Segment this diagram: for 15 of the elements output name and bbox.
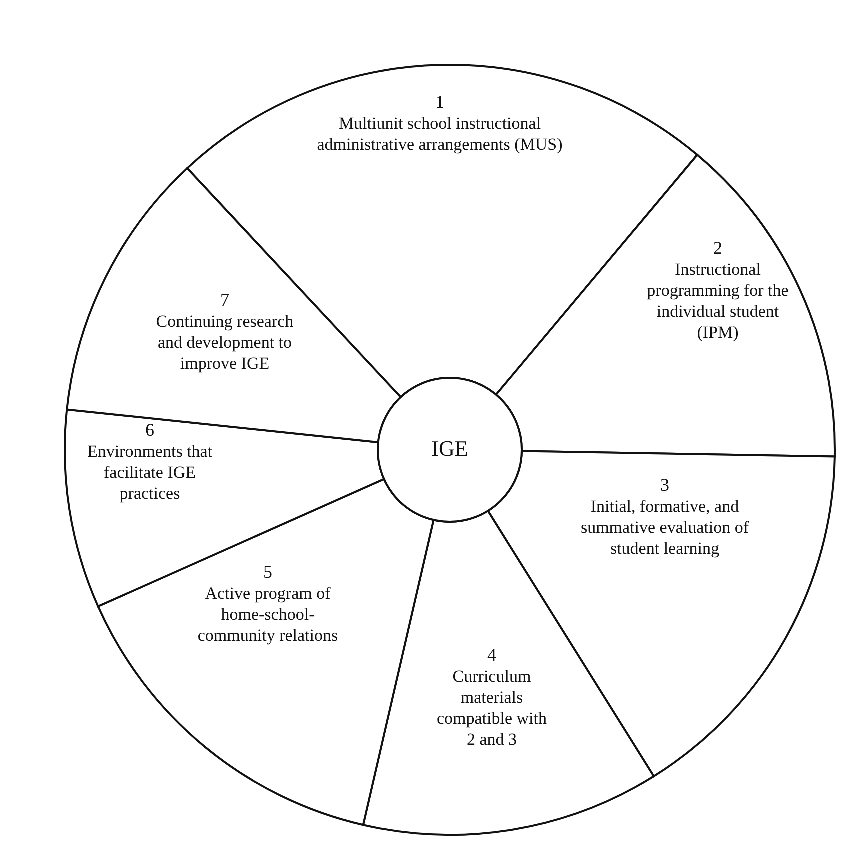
segment-number: 3 — [660, 475, 670, 496]
segment-label: Environments that facilitate IGE practices — [86, 441, 214, 504]
segment-number: 1 — [434, 92, 446, 113]
segment-number: 6 — [144, 420, 156, 441]
segment-label: Instructional programming for the individual student (IPM) — [646, 259, 790, 343]
hub-label: IGE — [430, 436, 470, 462]
segment-label: Multiunit school instructional administrative arrangements (MUS) — [316, 113, 564, 155]
segment-number: 7 — [220, 290, 230, 311]
segment-label: Active program of home-school-community relations — [196, 583, 340, 646]
segment-label: Continuing research and development to improve IGE — [155, 311, 295, 374]
segment-label: Initial, formative, and summative evaluation of student learning — [580, 496, 750, 559]
segment-label: Curriculum materials compatible with 2 and 3 — [436, 666, 548, 750]
segment-number: 5 — [262, 562, 274, 583]
segment-number: 4 — [486, 645, 498, 666]
segment-number: 2 — [712, 238, 724, 259]
